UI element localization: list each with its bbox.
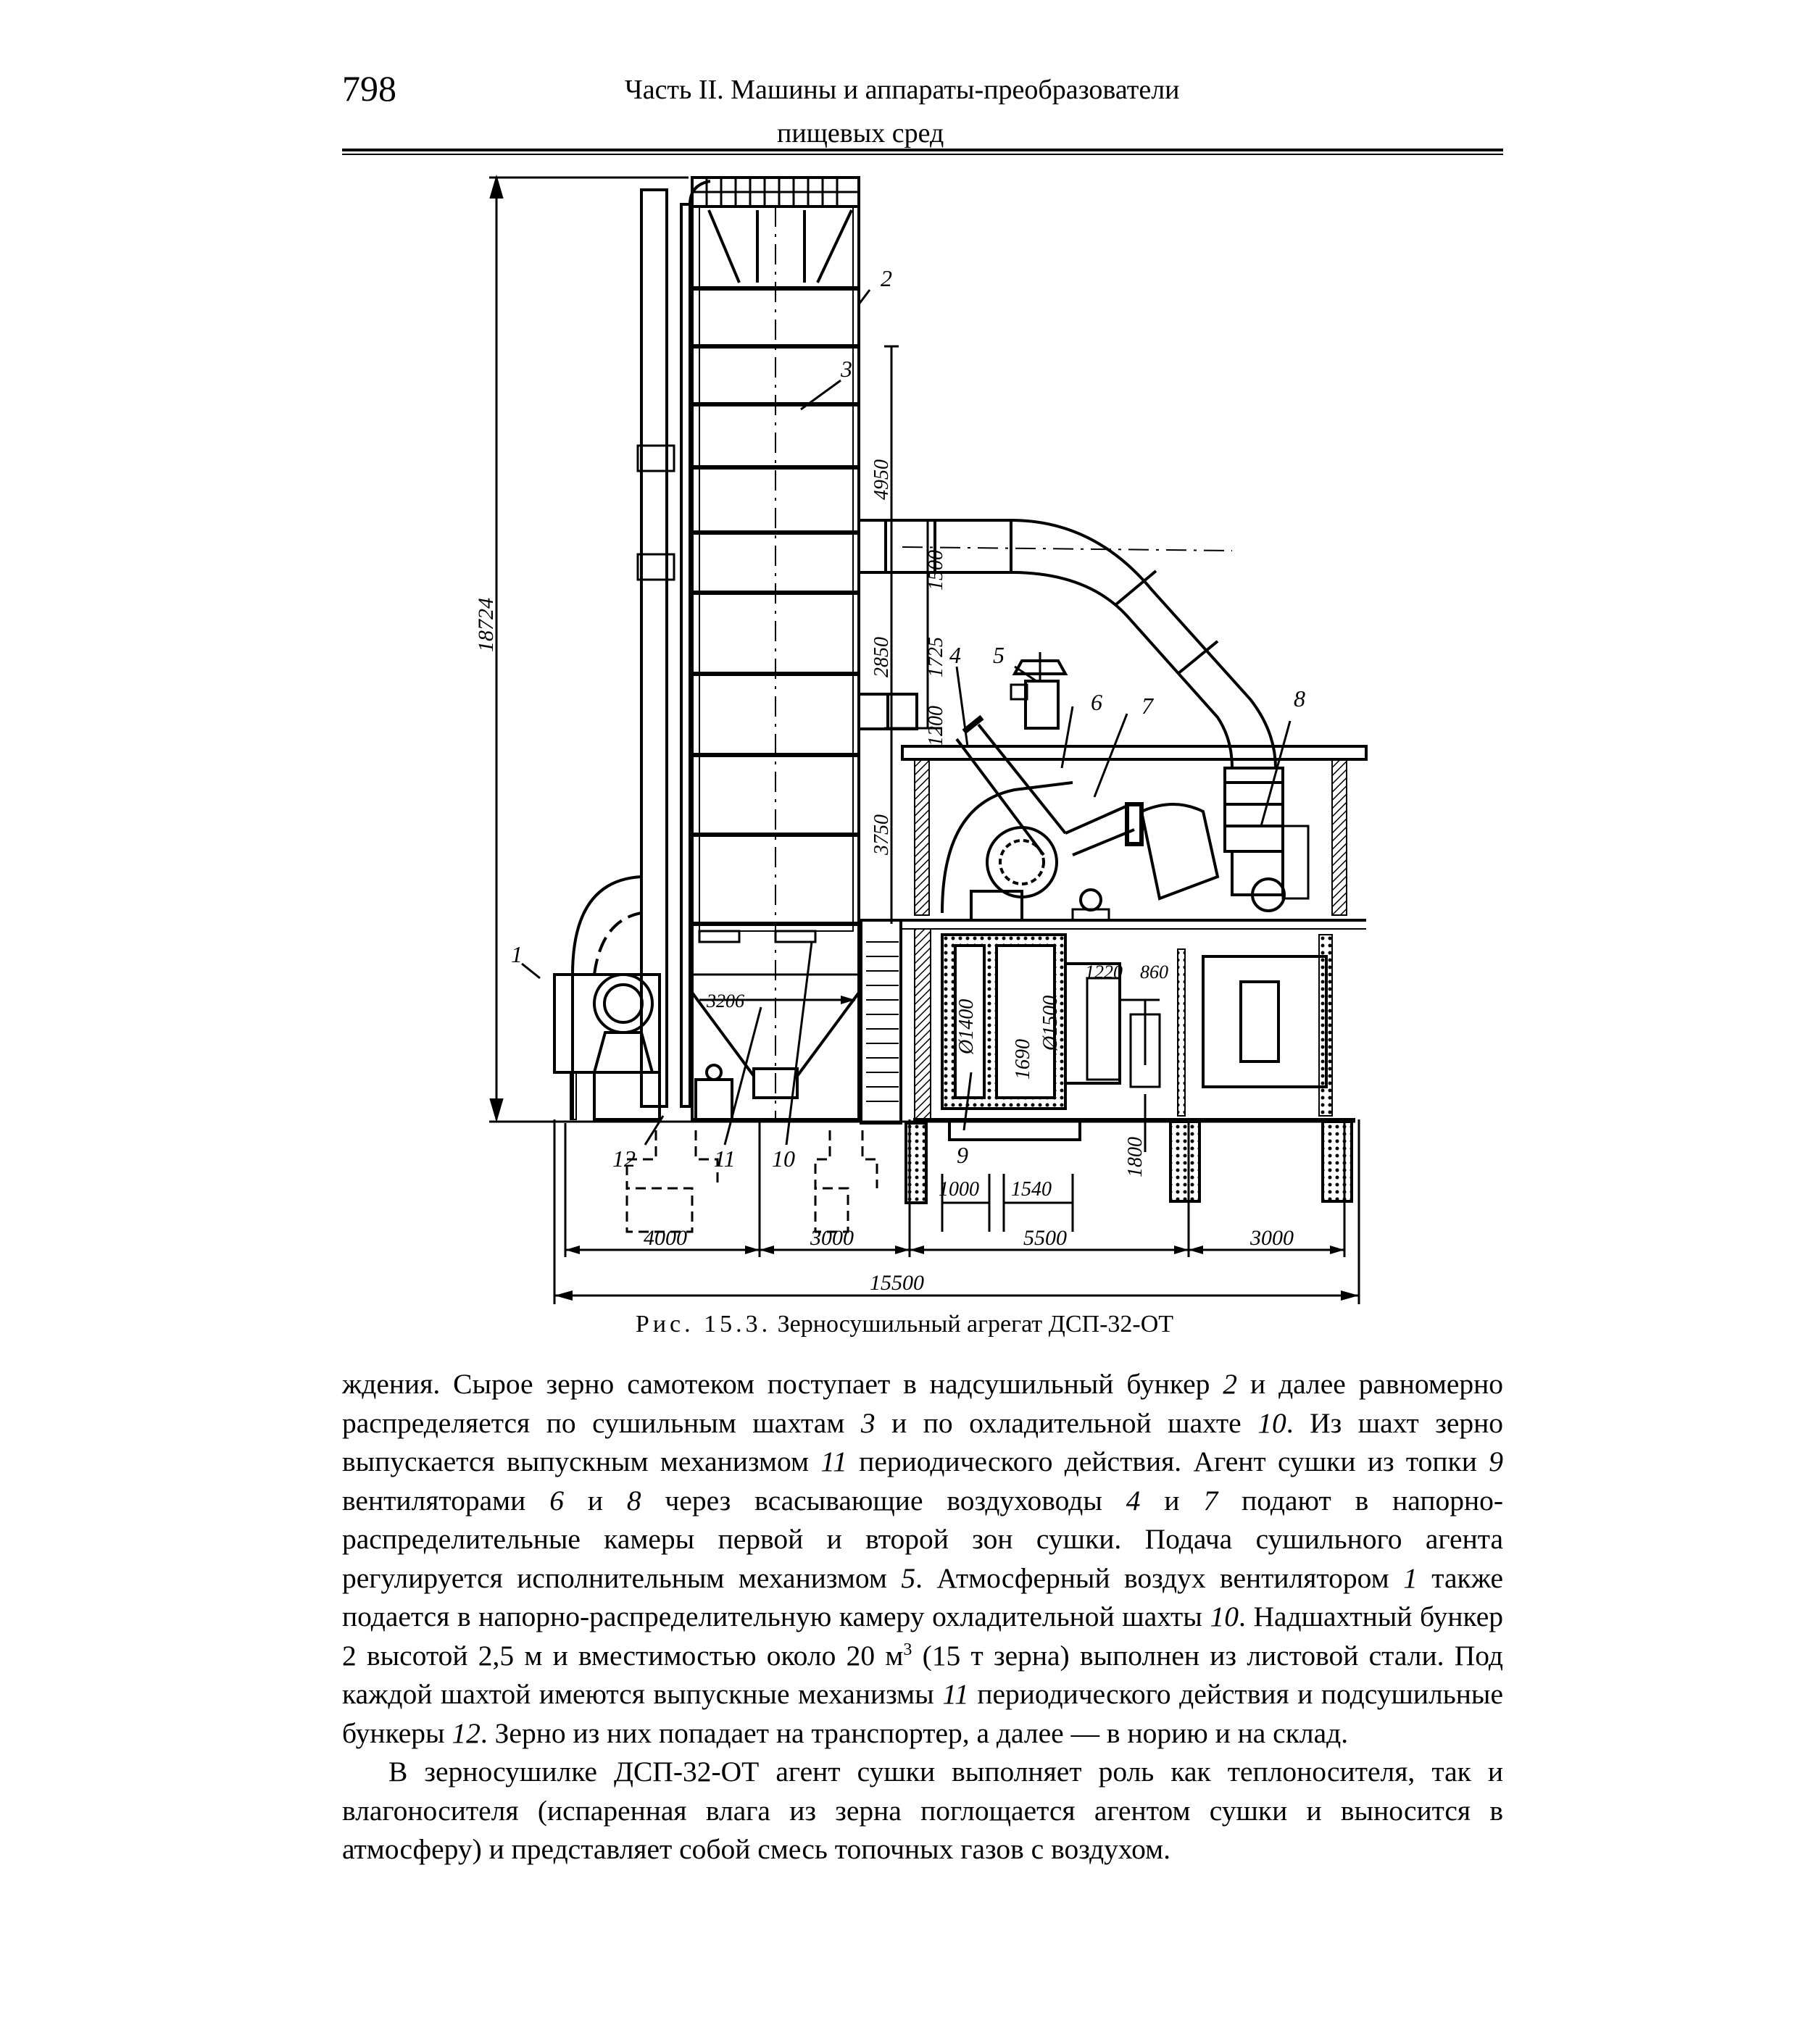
header-rule [342, 149, 1503, 151]
header-rule-thin [342, 154, 1503, 155]
callout-1: 1 [511, 941, 523, 967]
dim-1800: 1800 [1124, 1137, 1147, 1177]
callout-8: 8 [1294, 685, 1305, 712]
callout-ref: 11 [820, 1446, 847, 1477]
page-header: 798 Часть II. Машины и аппараты-преобраз… [342, 67, 1502, 154]
dim-3000-a: 3000 [810, 1226, 854, 1250]
callout-11: 11 [714, 1146, 736, 1172]
dim-4950: 4950 [870, 459, 893, 500]
superscript: 3 [903, 1640, 912, 1659]
caption-prefix: Рис. 15.3. [635, 1311, 772, 1338]
dim-15500: 15500 [870, 1271, 924, 1295]
body-text: ждения. Сырое зерно самотеком поступает … [342, 1365, 1503, 1869]
dim-d1400: Ø1400 [955, 999, 978, 1055]
dim-1000: 1000 [939, 1178, 979, 1201]
running-head-line2: пищевых сред [777, 118, 944, 149]
figure-grain-dryer-drawing: 18724 4950 1500 2850 1725 1200 3750 3206… [464, 174, 1377, 1319]
callout-ref: 1 [1403, 1561, 1418, 1594]
callout-7: 7 [1141, 693, 1155, 719]
dim-total-height: 18724 [474, 598, 498, 652]
callout-ref: 5 [901, 1561, 916, 1594]
callout-12: 12 [612, 1146, 636, 1172]
paragraph-1: ждения. Сырое зерно самотеком поступает … [342, 1368, 1504, 1749]
technical-drawing: 18724 4950 1500 2850 1725 1200 3750 3206… [474, 174, 1368, 1304]
callout-2: 2 [881, 265, 892, 291]
callout-ref: 11 [942, 1678, 969, 1710]
dim-1500: 1500 [925, 550, 947, 591]
callout-ref: 12 [452, 1716, 481, 1749]
callout-ref: 2 [1223, 1368, 1238, 1400]
callout-3: 3 [840, 356, 852, 382]
callout-ref: 10 [1210, 1601, 1239, 1632]
callout-ref: 4 [1126, 1484, 1141, 1517]
caption-title: Зерносушильный агрегат ДСП-32-ОТ [777, 1311, 1174, 1338]
dim-1690: 1690 [1012, 1039, 1034, 1080]
dim-d1500: Ø1500 [1039, 996, 1062, 1051]
running-head-line1: Часть II. Машины и аппараты-преобразоват… [625, 75, 1180, 105]
dim-1725: 1725 [925, 637, 947, 677]
dim-1540: 1540 [1011, 1178, 1052, 1201]
dim-860: 860 [1140, 961, 1168, 983]
callout-6: 6 [1091, 689, 1102, 715]
dim-1200: 1200 [925, 706, 947, 746]
dim-3000-b: 3000 [1249, 1226, 1294, 1250]
callout-ref: 3 [860, 1406, 876, 1439]
dim-3750: 3750 [870, 814, 893, 856]
dim-3206: 3206 [706, 990, 744, 1011]
callout-ref: 7 [1203, 1484, 1218, 1517]
callout-ref: 8 [626, 1484, 641, 1517]
callout-10: 10 [772, 1146, 795, 1172]
dim-4000: 4000 [644, 1226, 687, 1250]
callout-9: 9 [957, 1142, 968, 1168]
callout-ref: 9 [1489, 1446, 1503, 1477]
dim-5500: 5500 [1023, 1226, 1067, 1250]
dim-1220: 1220 [1085, 961, 1123, 983]
callout-ref: 6 [549, 1484, 564, 1517]
paragraph-2: В зерносушилке ДСП-32-ОТ агент сушки вып… [342, 1756, 1503, 1865]
callout-ref: 10 [1257, 1406, 1286, 1439]
dim-2850: 2850 [870, 637, 893, 677]
page-number: 798 [342, 68, 396, 109]
callout-5: 5 [993, 642, 1005, 668]
figure-caption: Рис. 15.3. Зерносушильный агрегат ДСП-32… [0, 1309, 1809, 1340]
callout-4: 4 [949, 642, 961, 668]
